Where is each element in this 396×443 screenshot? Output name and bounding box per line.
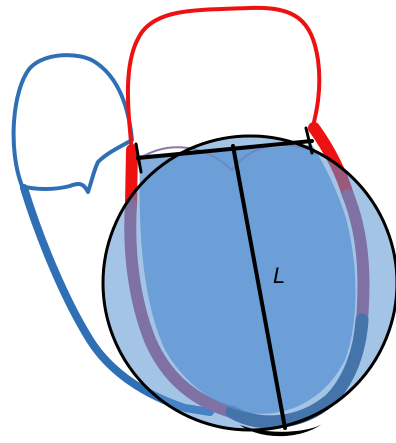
sphere-overlay xyxy=(103,136,396,430)
right-chamber-outline xyxy=(128,8,319,152)
left-chamber-outline xyxy=(14,55,132,192)
length-label: L xyxy=(273,263,285,288)
